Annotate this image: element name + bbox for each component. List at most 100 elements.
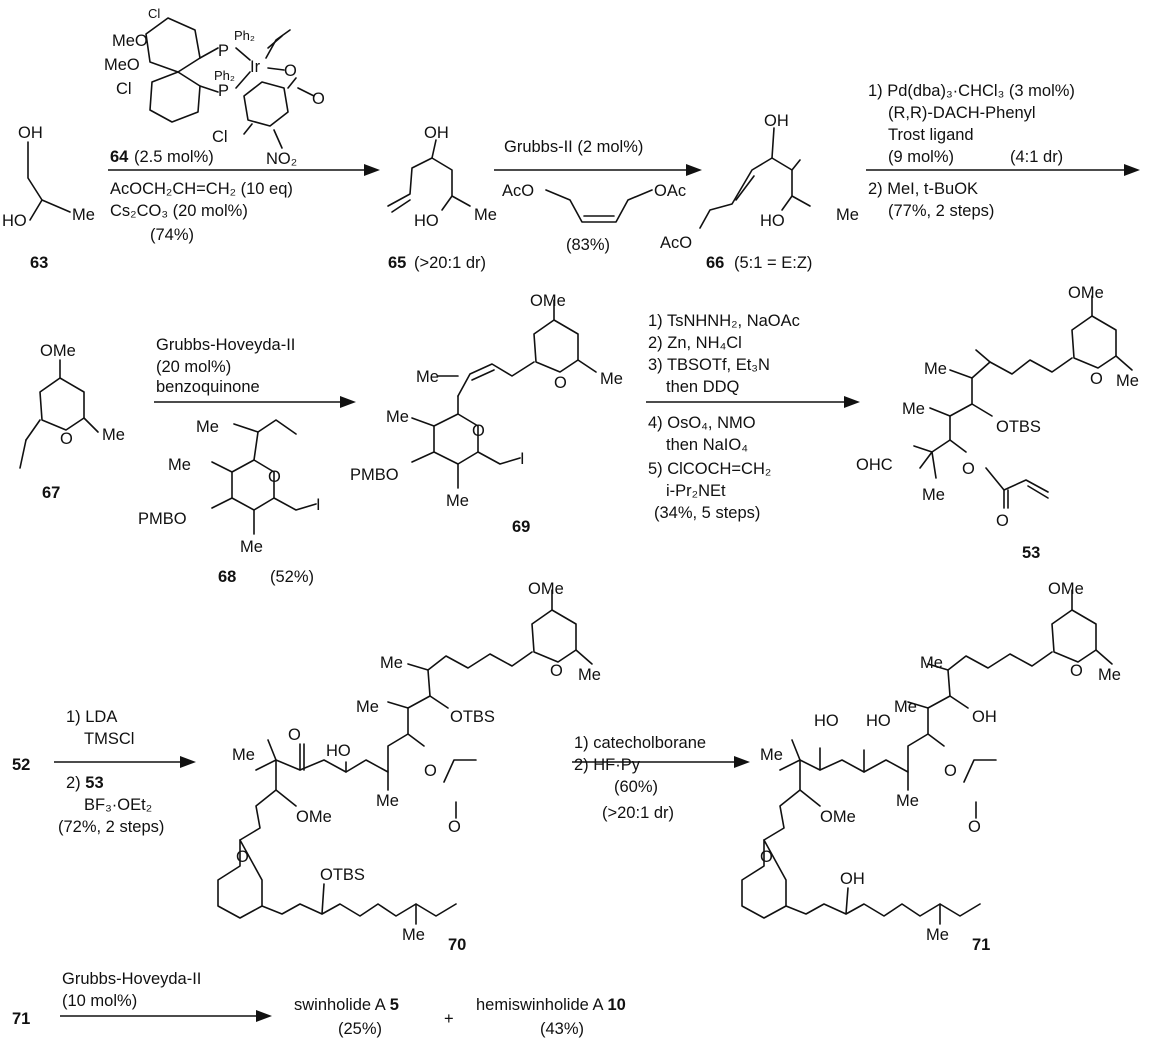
atom-label: OTBS: [450, 708, 495, 726]
step7-line: 1) catecholborane: [574, 734, 706, 752]
atom-label: O: [268, 468, 281, 486]
atom-label: HO: [760, 212, 785, 230]
atom-label: Me: [1116, 372, 1139, 390]
atom-label: Me: [836, 206, 859, 224]
atom-label: Me: [474, 206, 497, 224]
atom-label: O: [448, 818, 461, 836]
atom-label: O: [554, 374, 567, 392]
atom-label: OMe: [530, 292, 566, 310]
atom-label: Me: [376, 792, 399, 810]
atom-label: O: [1090, 370, 1103, 388]
reaction-step-7: 1) catecholborane 2) HF·Py (60%) (>20:1 …: [572, 734, 750, 822]
atom-label: PMBO: [138, 510, 187, 528]
compound-70-structure: OMe O Me Me Me OTBS HO O Me O Me O OMe O…: [217, 580, 601, 944]
step4-line: benzoquinone: [156, 378, 260, 396]
step7-dr: (>20:1 dr): [602, 804, 674, 822]
step6-line: BF₃·OEt₂: [84, 796, 152, 814]
atom-label: Me: [196, 418, 219, 436]
atom-label: P: [218, 82, 229, 100]
step3-dr: (4:1 dr): [1010, 148, 1063, 166]
step3-yield: (77%, 2 steps): [888, 202, 994, 220]
step7-line: 2) HF·Py: [574, 756, 641, 774]
step5-line: 3) TBSOTf, Et₃N: [648, 356, 770, 374]
step8-line: Grubbs-Hoveyda-II: [62, 970, 201, 988]
atom-label: Me: [72, 206, 95, 224]
atom-label: OMe: [820, 808, 856, 826]
step2-reagent: Grubbs-II (2 mol%): [504, 138, 643, 156]
compound-71-structure: OMe O Me Me Me OH HO HO Me O Me O OMe O …: [741, 580, 1121, 944]
step1-catalyst: 64: [110, 148, 129, 166]
atom-label: Cl: [212, 128, 228, 146]
step5-line: then DDQ: [666, 378, 740, 396]
atom-label: Me: [920, 654, 943, 672]
atom-label: Cl: [116, 80, 132, 98]
reaction-step-2: Grubbs-II (2 mol%) AcO OAc (83%): [494, 138, 702, 254]
atom-label: HO: [866, 712, 891, 730]
atom-label: OMe: [40, 342, 76, 360]
step1-reagent-line: Cs₂CO₃ (20 mol%): [110, 202, 248, 220]
atom-label: O: [288, 726, 301, 744]
step3-line: Trost ligand: [888, 126, 974, 144]
atom-label: O: [60, 430, 73, 448]
atom-label: Me: [760, 746, 783, 764]
compound-65-structure: OH HO Me: [387, 124, 497, 230]
atom-label: PMBO: [350, 466, 399, 484]
atom-label: Me: [402, 926, 425, 944]
atom-label: OH: [18, 124, 43, 142]
product-hemiswinholide-yield: (43%): [540, 1020, 584, 1038]
reaction-step-1: 64 (2.5 mol%) AcOCH₂CH=CH₂ (10 eq) Cs₂CO…: [108, 148, 380, 244]
atom-label: HO: [326, 742, 351, 760]
reaction-step-3: 1) Pd(dba)₃·CHCl₃ (3 mol%) (R,R)-DACH-Ph…: [866, 82, 1140, 220]
step5-line: 2) Zn, NH₄Cl: [648, 334, 742, 352]
compound-65-dr: (>20:1 dr): [414, 254, 486, 272]
atom-label: O: [472, 422, 485, 440]
atom-label: P: [218, 42, 229, 60]
atom-label: OH: [764, 112, 789, 130]
compound-label-71-start: 71: [12, 1010, 30, 1028]
atom-label: O: [236, 848, 249, 866]
atom-label: MeO: [104, 56, 140, 74]
compound-67-structure: OMe O Me: [19, 342, 125, 469]
atom-label: Me: [232, 746, 255, 764]
step6-line: 1) LDA: [66, 708, 117, 726]
step4-line: (20 mol%): [156, 358, 231, 376]
plus-sign: +: [444, 1010, 454, 1028]
compound-66-structure: OH HO Me AcO: [660, 112, 859, 252]
atom-label: Me: [1098, 666, 1121, 684]
compound-label-70: 70: [448, 936, 466, 954]
atom-label: O: [944, 762, 957, 780]
atom-label: Me: [386, 408, 409, 426]
step1-reagent-line: AcOCH₂CH=CH₂ (10 eq): [110, 180, 293, 198]
atom-label: OTBS: [996, 418, 1041, 436]
compound-label-52: 52: [12, 756, 30, 774]
atom-label: Me: [924, 360, 947, 378]
step1-yield: (74%): [150, 226, 194, 244]
step6-line: 2) 53: [66, 774, 104, 792]
step5-line: 5) ClCOCH=CH₂: [648, 460, 771, 478]
atom-label: HO: [414, 212, 439, 230]
compound-label-69: 69: [512, 518, 530, 536]
atom-label: Me: [416, 368, 439, 386]
atom-label: Cl: [148, 6, 160, 21]
step4-line: Grubbs-Hoveyda-II: [156, 336, 295, 354]
reaction-step-4: Grubbs-Hoveyda-II (20 mol%) benzoquinone: [154, 336, 356, 408]
atom-label: Me: [356, 698, 379, 716]
atom-label: Ph₂: [234, 28, 255, 43]
atom-label: OH: [972, 708, 997, 726]
step5-yield: (34%, 5 steps): [654, 504, 760, 522]
step5-line: 4) OsO₄, NMO: [648, 414, 756, 432]
atom-label: O: [1070, 662, 1083, 680]
atom-label: OMe: [1068, 284, 1104, 302]
atom-label: Me: [168, 456, 191, 474]
atom-label: MeO: [112, 32, 148, 50]
step3-line: 1) Pd(dba)₃·CHCl₃ (3 mol%): [868, 82, 1075, 100]
atom-label: OMe: [296, 808, 332, 826]
atom-label: OMe: [1048, 580, 1084, 598]
atom-label: HO: [2, 212, 27, 230]
atom-label: O: [760, 848, 773, 866]
atom-label: Me: [380, 654, 403, 672]
atom-label: NO₂: [266, 150, 297, 168]
